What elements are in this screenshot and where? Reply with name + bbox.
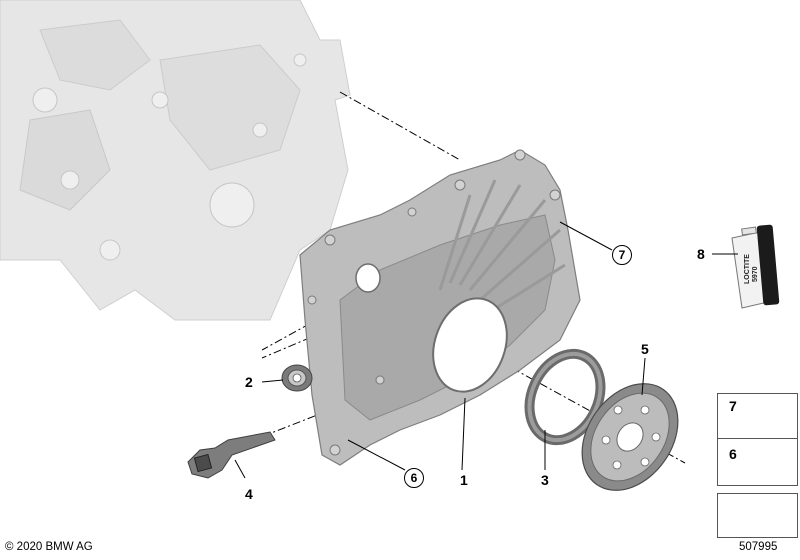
legend-number-7: 7 [729,398,737,414]
leader-lines [234,221,738,479]
callout-6-circled: 6 [404,468,424,488]
sensor-illustration [187,431,276,479]
callout-3: 3 [541,472,549,488]
legend-number-6: 6 [729,446,737,462]
sealant-tube-illustration [731,224,780,309]
callout-8: 8 [697,246,705,262]
callout-5: 5 [641,341,649,357]
engine-block-illustration [0,0,351,321]
callout-4: 4 [245,486,253,502]
callout-2: 2 [245,374,253,390]
sensor-wheel-illustration [581,383,679,491]
front-cover-illustration [299,149,581,466]
shaft-seal-illustration [524,348,606,446]
legend-box-sleeve [717,438,798,486]
legend-box-bolt [717,393,798,440]
copyright-text: © 2020 BMW AG [5,541,93,553]
sealant-label-line2: 5970 [752,266,759,282]
sealant-label-line1: LOCTITE [744,254,751,284]
diagram-number: 507995 [739,541,778,553]
callout-7-circled: 7 [612,245,632,265]
legend-box-symbol [717,493,798,538]
radial-seal-illustration [281,364,313,392]
callout-1: 1 [460,472,468,488]
